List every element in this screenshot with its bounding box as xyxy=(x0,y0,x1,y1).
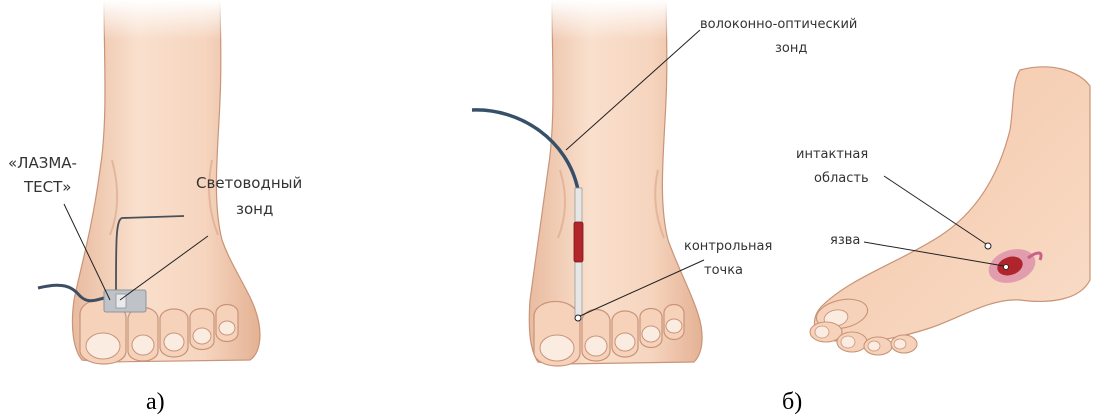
panel-b-side-foot: интактная область язва б) xyxy=(782,67,1090,415)
caption-b: б) xyxy=(782,389,802,415)
side-foot-illustration xyxy=(810,67,1090,355)
label-light-guide-probe-line2: зонд xyxy=(236,200,273,218)
caption-a: а) xyxy=(146,389,165,415)
panel-a: «ЛАЗМА- ТЕСТ» Световодный зонд а) xyxy=(8,0,302,415)
label-control-point-line1: контрольная xyxy=(684,239,772,254)
foot-illustration-b xyxy=(529,0,702,366)
label-lazma-test-line1: «ЛАЗМА- xyxy=(8,154,77,172)
label-intact-area-line1: интактная xyxy=(796,147,868,162)
panel-b: волоконно-оптический зонд контрольная то… xyxy=(472,0,857,366)
label-lazma-test-line2: ТЕСТ» xyxy=(23,178,71,196)
label-control-point-line2: точка xyxy=(704,263,743,278)
label-fiber-probe-line2: зонд xyxy=(775,41,807,56)
label-light-guide-probe-line1: Световодный xyxy=(196,174,302,192)
label-fiber-probe-line1: волоконно-оптический xyxy=(700,17,857,32)
label-ulcer: язва xyxy=(830,233,860,248)
label-intact-area-line2: область xyxy=(814,171,869,186)
